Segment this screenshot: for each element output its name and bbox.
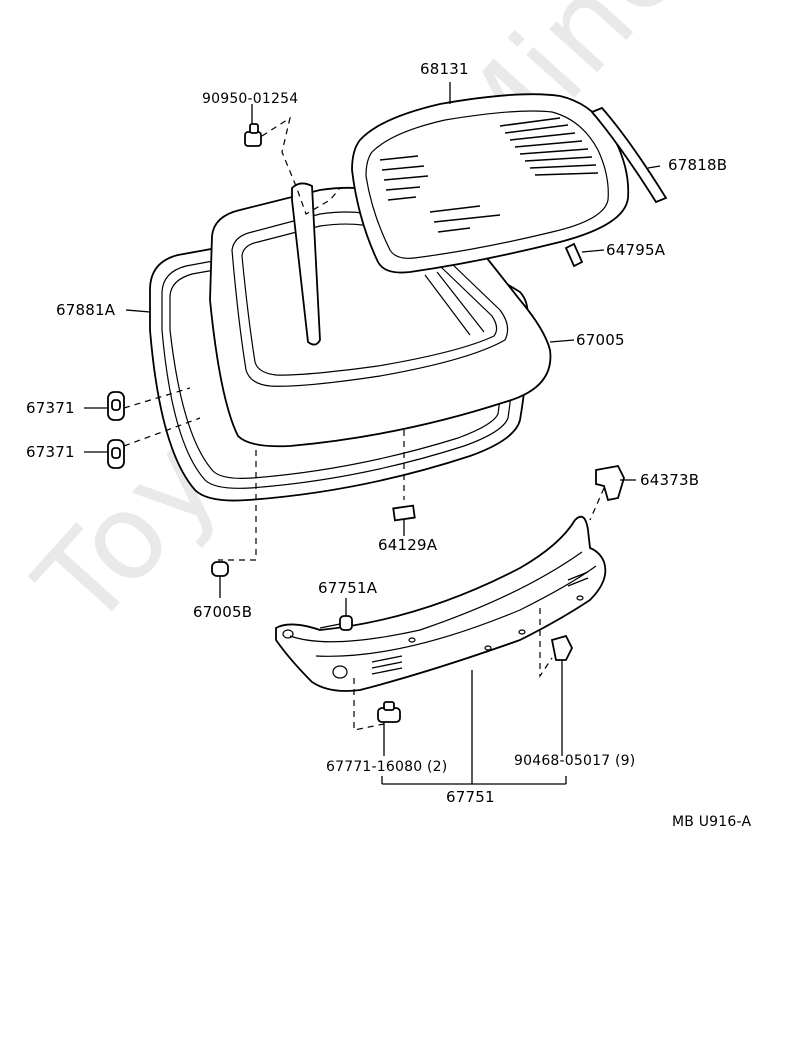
pad-64129a[interactable] xyxy=(392,504,416,522)
label-68131: 68131 xyxy=(420,60,469,78)
clip-90950-01254[interactable] xyxy=(244,123,262,147)
label-67005b: 67005B xyxy=(193,603,253,621)
leader-lines xyxy=(84,82,661,785)
clip-90468-05017[interactable] xyxy=(550,634,574,661)
clip-67771-16080[interactable] xyxy=(377,701,401,723)
glass-moulding-67818b[interactable] xyxy=(590,106,668,204)
label-67771-16080: 67771-16080 (2) xyxy=(326,759,448,775)
label-67751: 67751 xyxy=(446,788,495,806)
label-64795a: 64795A xyxy=(606,241,666,259)
bracket-64373b[interactable] xyxy=(595,464,625,502)
label-67881a: 67881A xyxy=(56,301,116,319)
label-90950-01254: 90950-01254 xyxy=(202,91,299,107)
trim-board-67751[interactable] xyxy=(275,515,607,692)
stopper-67371-a[interactable] xyxy=(107,391,125,421)
dashed-leader-lines xyxy=(123,116,605,731)
side-moulding[interactable] xyxy=(291,182,321,346)
label-64373b: 64373B xyxy=(640,471,700,489)
back-glass-68131[interactable] xyxy=(351,93,630,274)
cushion-67005b[interactable] xyxy=(211,561,229,577)
label-67751a: 67751A xyxy=(318,579,378,597)
label-64129a: 64129A xyxy=(378,536,438,554)
spacer-64795a[interactable] xyxy=(564,242,584,268)
label-67005: 67005 xyxy=(576,331,625,349)
label-67371-a: 67371 xyxy=(26,399,75,417)
stopper-67371-b[interactable] xyxy=(107,439,125,469)
label-67818b: 67818B xyxy=(668,156,728,174)
diagram-code: MB U916-A xyxy=(672,814,752,830)
label-67371-b: 67371 xyxy=(26,443,75,461)
label-90468-05017: 90468-05017 (9) xyxy=(514,753,636,769)
